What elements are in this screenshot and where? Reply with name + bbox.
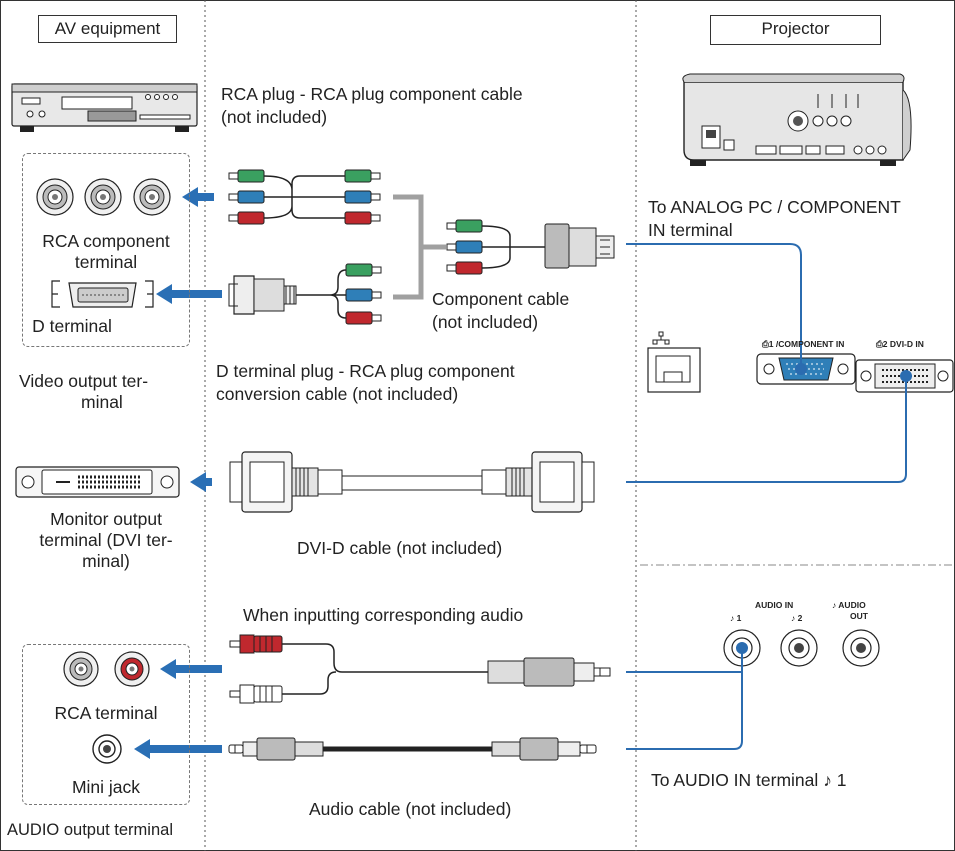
mini-audio-cable-icon (228, 737, 597, 761)
d-conversion-cable-icon (228, 263, 382, 325)
monitor-output-label-1: Monitor output (50, 509, 162, 529)
component-cable-label-1: Component cable (432, 289, 570, 309)
audio-output-group (22, 644, 190, 805)
to-audio-in-label: To AUDIO IN terminal ♪ 1 (651, 770, 847, 790)
rca-cable-label-2: (not included) (221, 107, 328, 127)
when-inputting-audio-label: When inputting corresponding audio (243, 605, 524, 625)
audio-in-1-label: ♪ 1 (730, 613, 742, 623)
d-terminal-port-icon (51, 280, 154, 308)
mini-jack-label: Mini jack (71, 777, 141, 797)
video-output-label-2: minal (81, 392, 123, 412)
bracket-connector (393, 194, 446, 300)
audio-output-terminal-label: AUDIO output terminal (7, 821, 173, 839)
audio-out-label-1: ♪ AUDIO (832, 600, 866, 610)
dvi-output-port-icon (15, 466, 180, 498)
audio-cable-label: Audio cable (not included) (309, 799, 512, 819)
component-cable-label-2: (not included) (432, 312, 539, 332)
dvi-in-port-label: ⎙2 DVI-D IN (876, 339, 924, 349)
d-terminal-label: D terminal (32, 316, 112, 336)
video-output-label-1: Video output ter- (19, 371, 149, 391)
d-conversion-cable-label-2: conversion cable (not included) (216, 384, 459, 404)
projector-header: Projector (710, 15, 881, 45)
connection-lines (626, 243, 912, 750)
rca-terminal-label: RCA terminal (54, 703, 158, 723)
av-equipment-header: AV equipment (38, 15, 177, 43)
analog-in-label-2: IN terminal (648, 220, 733, 240)
dvi-cable-label: DVI-D cable (not included) (297, 538, 503, 558)
analog-in-label-1: To ANALOG PC / COMPONENT (648, 197, 901, 217)
rca-component-terminal-label-1: RCA component (42, 231, 170, 251)
component-cable-icon (446, 219, 615, 275)
monitor-output-label-3: minal) (82, 551, 130, 571)
monitor-output-label-2: terminal (DVI ter- (39, 530, 173, 550)
rca-audio-cable-icon (229, 634, 611, 704)
component-in-port-label: ⎙1 /COMPONENT IN (762, 339, 845, 349)
rca-audio-jacks (63, 651, 150, 687)
audio-out-label-2: OUT (850, 611, 868, 621)
rca-component-cable-icon (228, 169, 381, 225)
audio-in-2-label: ♪ 2 (791, 613, 803, 623)
audio-in-header-label: AUDIO IN (755, 600, 794, 610)
dvd-player-icon (11, 83, 198, 132)
dvi-cable-icon (229, 451, 595, 513)
lan-port-icon (647, 331, 701, 393)
video-output-group (22, 153, 190, 347)
rca-component-terminal-label-2: terminal (74, 252, 138, 272)
rca-component-jacks (36, 178, 171, 216)
mini-jack-icon (92, 734, 122, 764)
projector-icon (682, 73, 912, 166)
rca-cable-label-1: RCA plug - RCA plug component cable (221, 84, 523, 104)
d-conversion-cable-label-1: D terminal plug - RCA plug component (216, 361, 515, 381)
